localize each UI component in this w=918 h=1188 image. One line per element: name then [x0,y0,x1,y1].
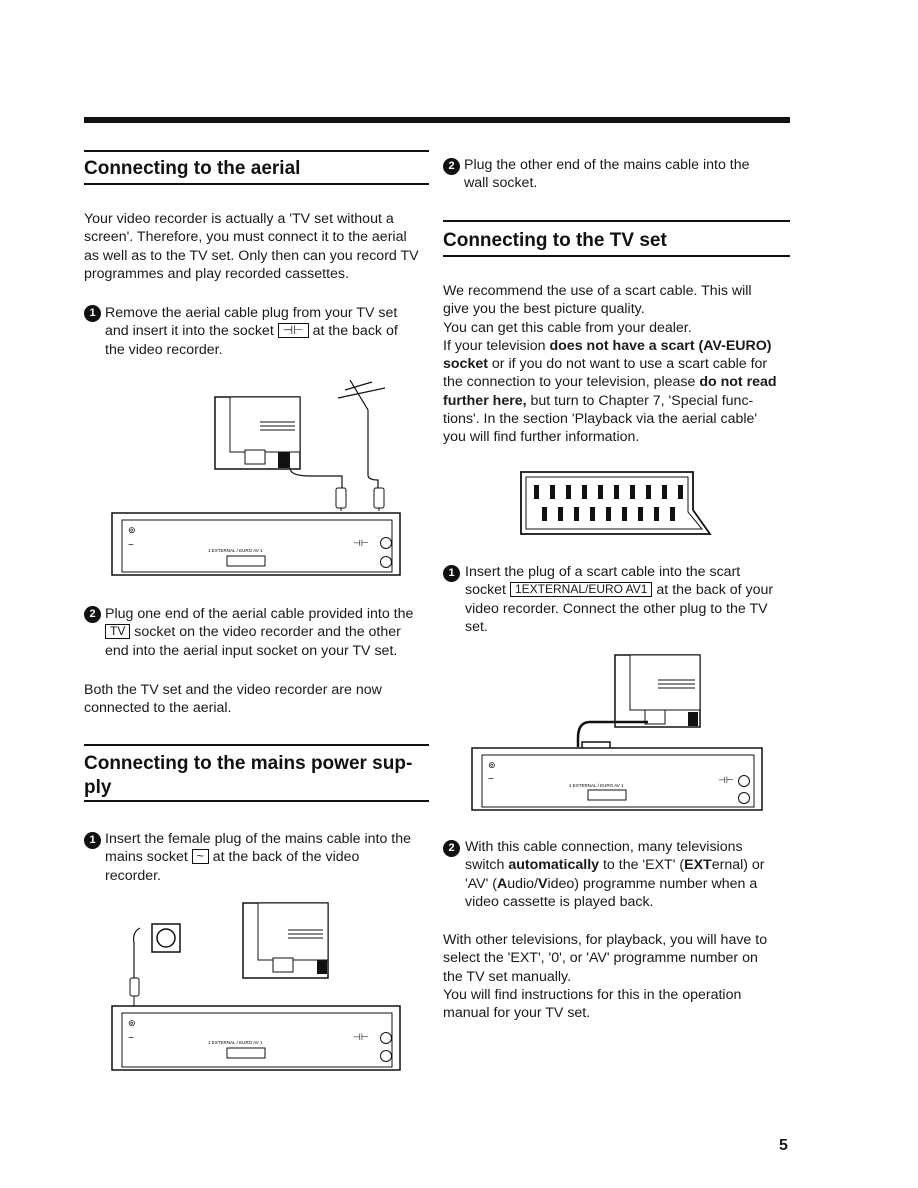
antenna-illustration [289,380,386,490]
aerial-outro: Both the TV set and the video recorder a… [84,682,382,717]
wall-socket-illustration [151,923,181,953]
mains-step1: Insert the female plug of the mains cabl… [105,831,412,884]
heading-tv: Connecting to the TV set [443,230,667,251]
step-number: 2 [84,606,101,623]
top-rule [84,117,790,123]
scart-socket-diagram [520,471,712,535]
aerial-connection-diagram: ⊚ ~ 1 EXTERNAL / EURO AV 1 ⊣⊢ [111,380,401,576]
page-number: 5 [779,1137,788,1154]
svg-text:~: ~ [128,540,134,551]
aerial-step1: Remove the aerial cable plug from your T… [105,305,398,358]
mains-step2: Plug the other end of the mains cable in… [464,157,750,192]
aerial-step2: Plug one end of the aerial cable provide… [105,606,414,659]
svg-text:⊚: ⊚ [128,525,136,535]
aerial-socket-label: ⊣⊢ [277,323,309,339]
scart-socket-label: 1EXTERNAL/EURO AV1 [509,582,653,598]
mains-socket-label: ~ [191,849,209,865]
tv-set-illustration [214,396,301,470]
tv-set-illustration [242,902,329,979]
section-rule [84,744,429,746]
tv-socket-label: TV [105,624,131,640]
svg-text:1 EXTERNAL / EURO AV 1: 1 EXTERNAL / EURO AV 1 [208,1040,263,1045]
aerial-intro: Your video recorder is actually a 'TV se… [84,211,419,282]
svg-text:⊚: ⊚ [488,760,496,770]
video-recorder-illustration: ⊚ ~ 1 EXTERNAL / EURO AV 1 ⊣⊢ [471,747,763,811]
mains-connection-diagram: ⊚ ~ 1 EXTERNAL / EURO AV 1 ⊣⊢ [111,902,401,1071]
section-rule [84,150,429,152]
video-recorder-illustration: ⊚ ~ 1 EXTERNAL / EURO AV 1 ⊣⊢ [111,1005,401,1071]
section-rule [84,183,429,185]
tv-set-illustration [614,654,701,728]
section-rule [84,800,429,802]
svg-text:⊣⊢: ⊣⊢ [353,1032,369,1042]
tv-step2: With this cable connection, many televis… [465,839,765,910]
svg-text:1 EXTERNAL / EURO AV 1: 1 EXTERNAL / EURO AV 1 [208,548,263,553]
svg-text:⊚: ⊚ [128,1018,136,1028]
svg-text:⊣⊢: ⊣⊢ [353,538,369,548]
section-rule [443,255,790,257]
step-number: 1 [443,565,460,582]
section-rule [443,220,790,222]
step-number: 1 [84,832,101,849]
svg-text:⊣⊢: ⊣⊢ [718,775,734,785]
tv-intro: We recommend the use of a scart cable. T… [443,283,777,446]
tv-step1: Insert the plug of a scart cable into th… [465,564,774,635]
step-number: 2 [443,840,460,857]
svg-text:~: ~ [488,774,494,785]
tv-outro: With other televisions, for playback, yo… [443,932,768,1022]
scart-connection-diagram: ⊚ ~ 1 EXTERNAL / EURO AV 1 ⊣⊢ [471,654,763,811]
heading-aerial: Connecting to the aerial [84,158,301,179]
svg-text:1 EXTERNAL / EURO AV 1: 1 EXTERNAL / EURO AV 1 [569,783,624,788]
svg-text:~: ~ [128,1033,134,1044]
video-recorder-illustration: ⊚ ~ 1 EXTERNAL / EURO AV 1 ⊣⊢ [111,512,401,576]
step-number: 2 [443,158,460,175]
step-number: 1 [84,305,101,322]
heading-mains: Connecting to the mains power sup- ply [84,753,413,798]
